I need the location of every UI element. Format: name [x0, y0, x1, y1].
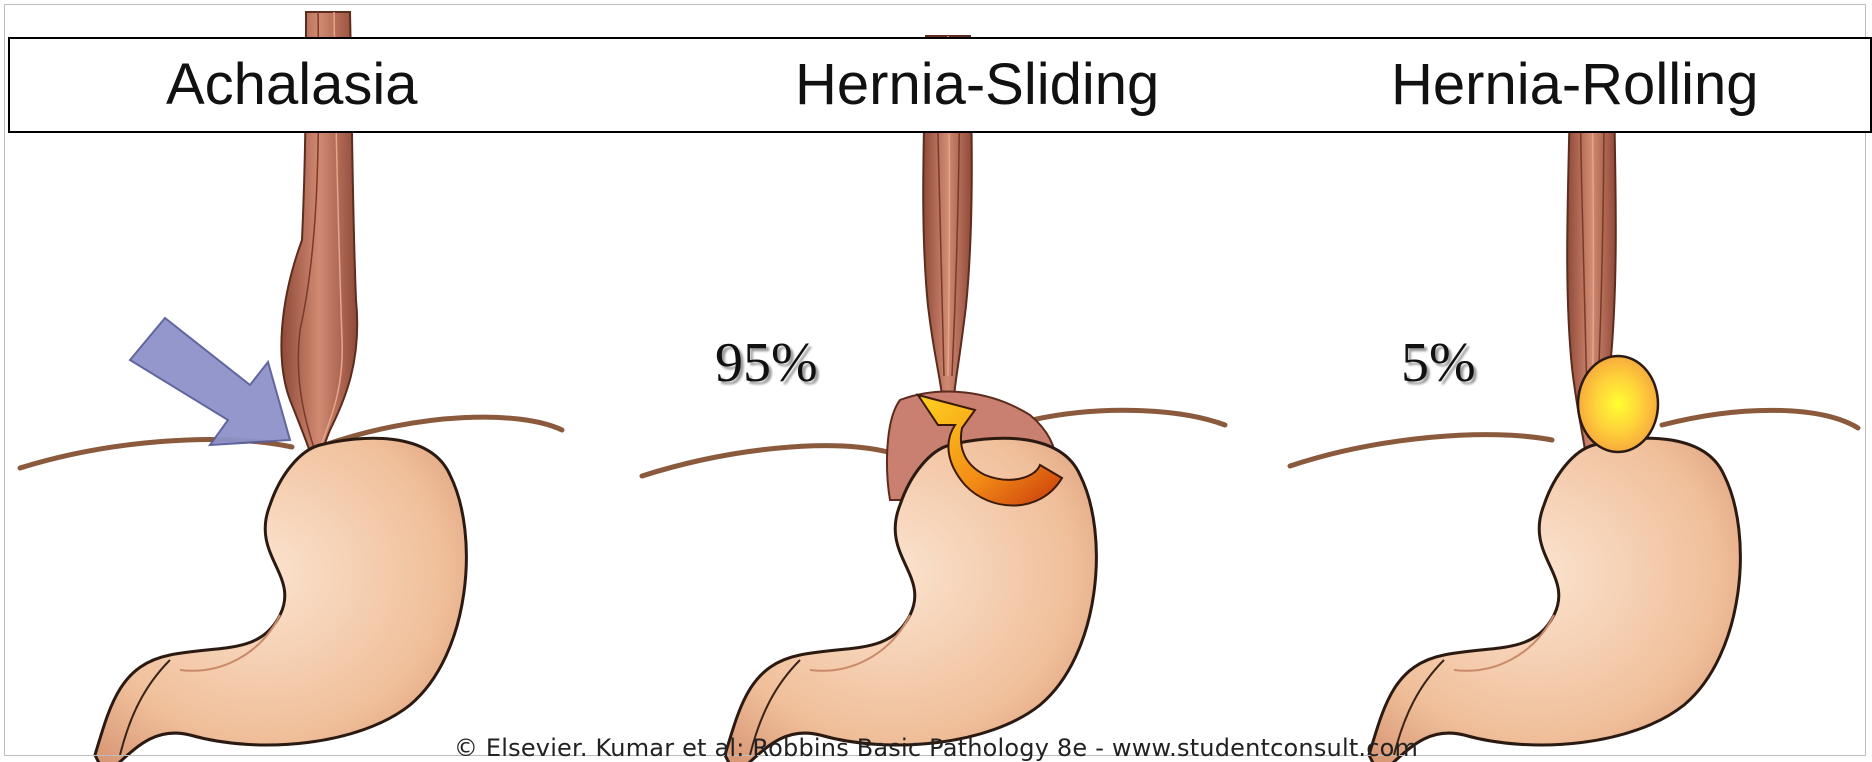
sliding-hernia-illustration — [642, 36, 1225, 762]
title-bar: Achalasia Hernia-Sliding Hernia-Rolling — [8, 37, 1872, 133]
title-hernia-rolling: Hernia-Rolling — [1391, 53, 1758, 117]
diaphragm-line — [20, 417, 562, 468]
percent-sliding-label: 95% — [715, 333, 818, 393]
rolling-hernia-highlight-icon — [1578, 356, 1658, 452]
narrowing-arrow-icon — [130, 318, 290, 445]
title-achalasia: Achalasia — [166, 53, 417, 117]
title-hernia-sliding: Hernia-Sliding — [795, 53, 1159, 117]
rolling-hernia-illustration — [1290, 98, 1858, 762]
percent-rolling-label: 5% — [1401, 333, 1476, 393]
copyright-credit: © Elsevier. Kumar et al: Robbins Basic P… — [0, 734, 1872, 762]
